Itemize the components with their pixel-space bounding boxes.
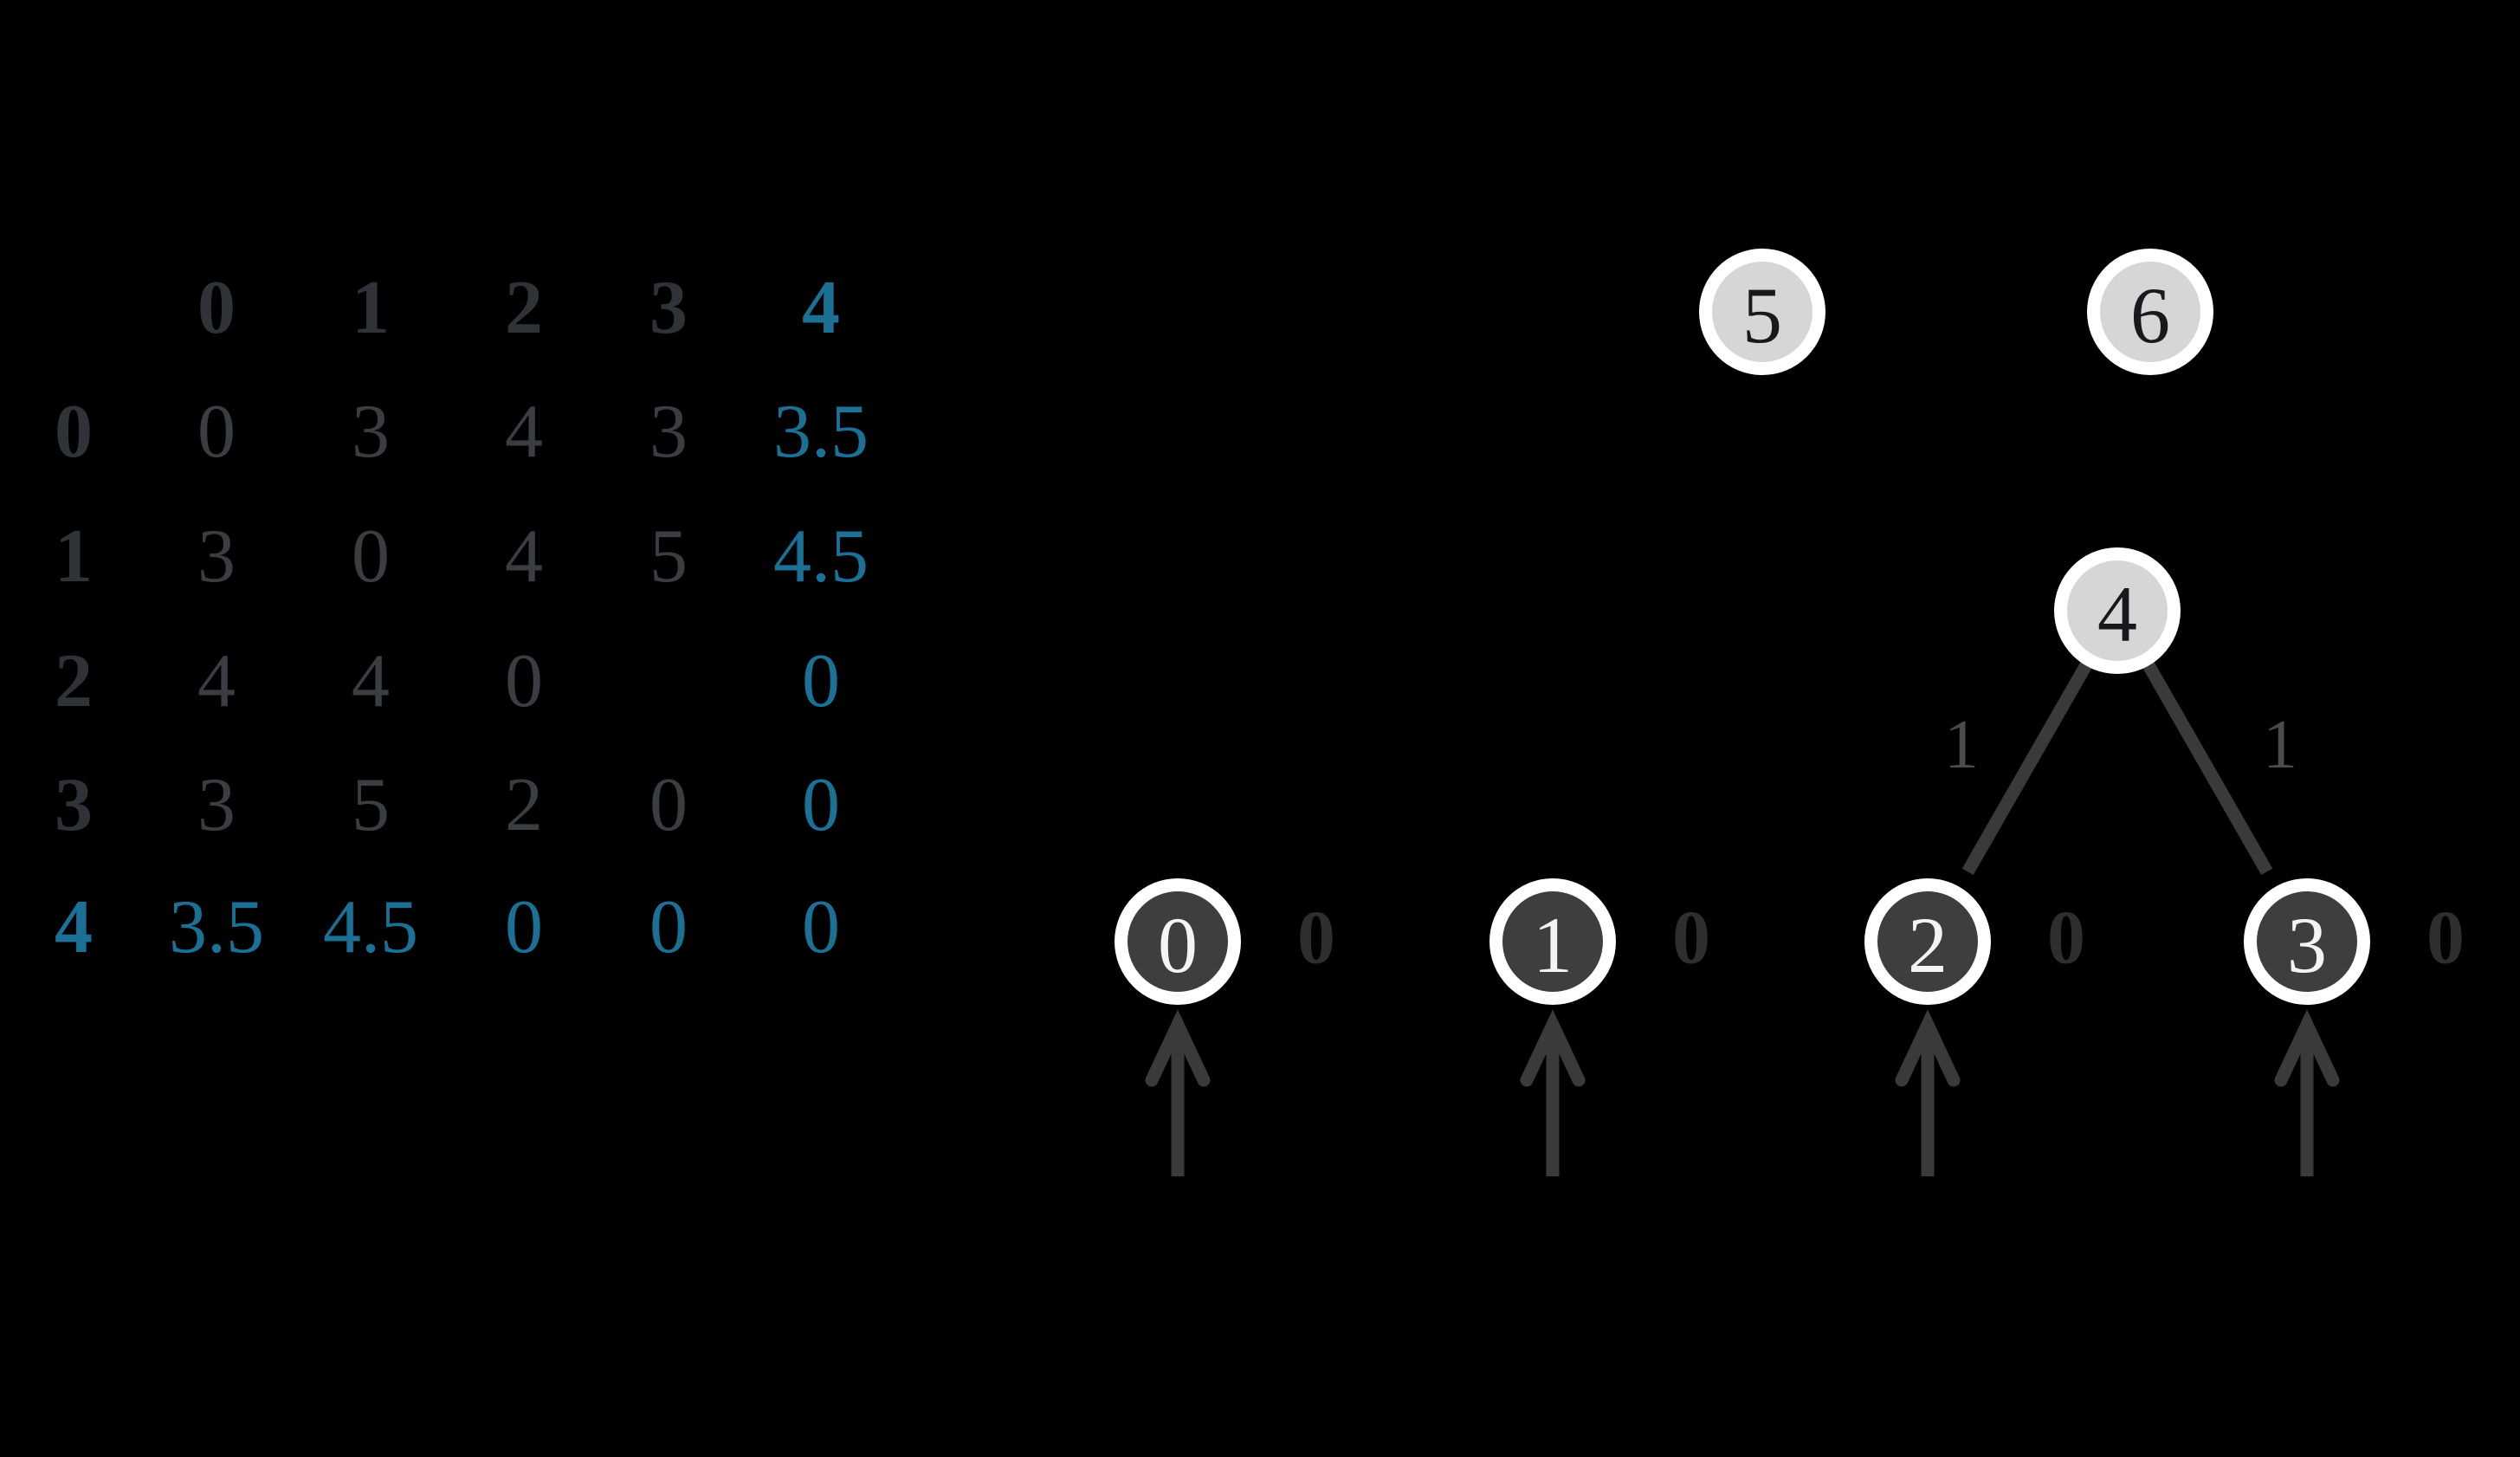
up-arrow-icon bbox=[1520, 1009, 1586, 1087]
node-circle bbox=[1128, 891, 1228, 992]
up-arrow-icon bbox=[2274, 1009, 2340, 1087]
node-circle bbox=[1712, 262, 1812, 362]
node-label: 6 bbox=[2130, 271, 2170, 359]
matrix-cell: 5 bbox=[352, 763, 390, 847]
node-label: 0 bbox=[1158, 901, 1198, 989]
node-side-label: 0 bbox=[2426, 897, 2465, 981]
matrix-cell: 3 bbox=[649, 390, 688, 474]
matrix-row-label: 4 bbox=[55, 885, 93, 969]
up-arrow-icon bbox=[1145, 1009, 1211, 1087]
node-label: 5 bbox=[1742, 271, 1782, 359]
matrix-row-label: 3 bbox=[55, 763, 93, 847]
matrix-cell: 0 bbox=[802, 639, 840, 723]
up-arrow-icon bbox=[1895, 1009, 1961, 1087]
matrix-col-header: 1 bbox=[352, 266, 390, 350]
matrix-cell: 0 bbox=[352, 515, 390, 599]
matrix-cell: 4 bbox=[352, 639, 390, 723]
matrix-cell: 0 bbox=[649, 885, 688, 969]
matrix-cell: 4.5 bbox=[323, 885, 418, 969]
matrix-col-header: 3 bbox=[649, 266, 688, 350]
matrix-cell: 0 bbox=[802, 763, 840, 847]
node-circle bbox=[2257, 891, 2357, 992]
node-label: 3 bbox=[2287, 901, 2327, 989]
edge-weight-label: 1 bbox=[1944, 707, 1979, 783]
matrix-cell: 5 bbox=[649, 515, 688, 599]
matrix-cell: 3 bbox=[352, 390, 390, 474]
matrix-cell: 0 bbox=[649, 763, 688, 847]
matrix-cell: 3 bbox=[197, 763, 236, 847]
matrix-col-header: 2 bbox=[505, 266, 543, 350]
matrix-row-label: 0 bbox=[55, 390, 93, 474]
node-side-label: 0 bbox=[2047, 897, 2085, 981]
node-label: 4 bbox=[2097, 570, 2137, 658]
matrix-cell: 0 bbox=[505, 885, 543, 969]
node-circle bbox=[1502, 891, 1603, 992]
matrix-col-header: 4 bbox=[802, 266, 840, 350]
edge-weight-label: 1 bbox=[2263, 707, 2297, 783]
node-circle bbox=[1877, 891, 1978, 992]
node-side-label: 0 bbox=[1297, 897, 1335, 981]
matrix-cell: 3.5 bbox=[773, 390, 869, 474]
matrix-col-header: 0 bbox=[197, 266, 236, 350]
matrix-cell: 3 bbox=[197, 515, 236, 599]
node-side-label: 0 bbox=[1672, 897, 1710, 981]
matrix-cell: 0 bbox=[505, 639, 543, 723]
matrix-cell: 4 bbox=[505, 515, 543, 599]
matrix-row-label: 2 bbox=[55, 639, 93, 723]
matrix-cell: 0 bbox=[197, 390, 236, 474]
node-label: 2 bbox=[1908, 901, 1948, 989]
matrix-cell: 2 bbox=[505, 763, 543, 847]
node-label: 1 bbox=[1533, 901, 1573, 989]
matrix-cell: 4.5 bbox=[773, 515, 869, 599]
matrix-row-label: 1 bbox=[55, 515, 93, 599]
matrix-cell: 3.5 bbox=[169, 885, 264, 969]
matrix-cell: 0 bbox=[802, 885, 840, 969]
matrix-cell: 4 bbox=[505, 390, 543, 474]
node-circle bbox=[2100, 262, 2200, 362]
node-circle bbox=[2067, 560, 2168, 661]
matrix-cell: 4 bbox=[197, 639, 236, 723]
